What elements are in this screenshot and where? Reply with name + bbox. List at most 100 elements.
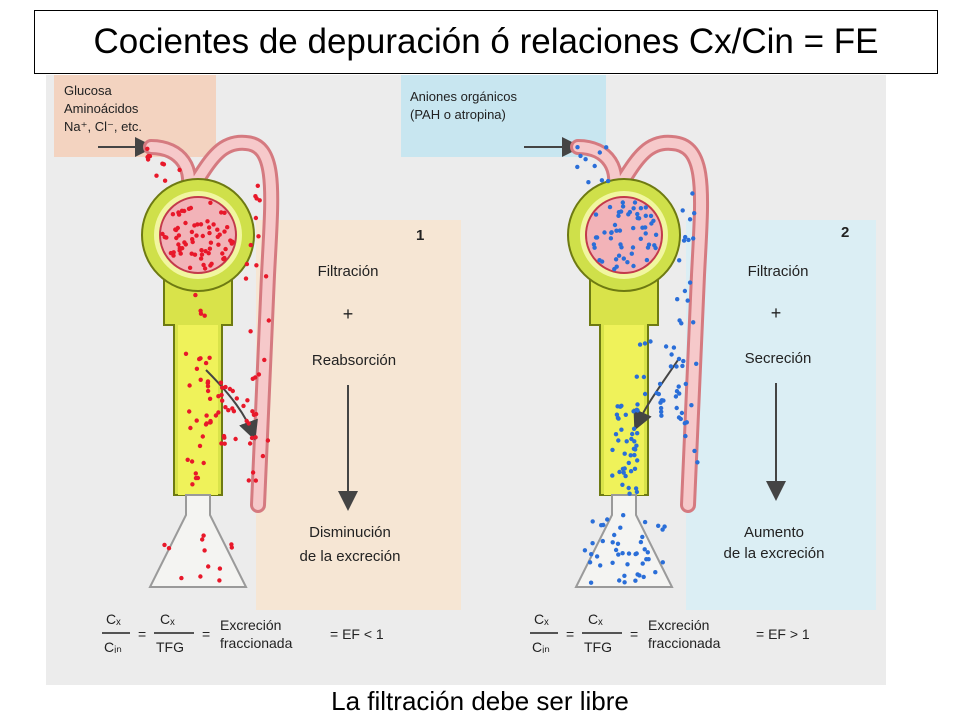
particle-dot: [201, 533, 206, 538]
particle-dot: [609, 230, 614, 235]
panel1-plus: +: [343, 304, 354, 324]
particle-dot: [657, 381, 663, 387]
particle-dot: [202, 548, 207, 553]
particle-dot: [614, 228, 619, 233]
particle-dot: [162, 234, 167, 240]
particle-dot: [208, 418, 213, 424]
panel2-result-line-2: de la excreción: [724, 545, 825, 562]
particle-dot: [257, 198, 262, 203]
svg-text:=: =: [630, 626, 638, 642]
particle-dot: [592, 163, 597, 169]
particle-dot: [644, 257, 650, 263]
particle-dot: [197, 443, 203, 449]
particle-dot: [190, 239, 195, 245]
particle-dot: [621, 256, 626, 261]
particle-dot: [684, 420, 689, 425]
particle-dot: [590, 519, 595, 524]
panel-reabsorption: Glucosa Aminoácidos Na⁺, Cl⁻, etc. 1 Fil…: [54, 75, 461, 655]
particle-dot: [583, 157, 588, 162]
particle-dot: [253, 375, 258, 380]
particle-dot: [575, 145, 580, 150]
particle-dot: [674, 364, 679, 369]
panel1-step-reabsorption: Reabsorción: [312, 352, 396, 369]
particle-dot: [619, 427, 624, 432]
particle-dot: [248, 329, 253, 334]
panel1-formula-tfg: TFG: [156, 639, 184, 655]
particle-dot: [207, 246, 213, 251]
particle-dot: [635, 458, 640, 463]
panel1-formula: Cₓ Cᵢₙ = Cₓ TFG = Excreción fraccionada …: [102, 611, 384, 655]
particle-dot: [631, 426, 637, 431]
panel2-formula-cx2: Cₓ: [588, 611, 603, 627]
particle-dot: [249, 435, 255, 441]
particle-dot: [634, 407, 639, 412]
particle-dot: [656, 523, 661, 528]
particle-dot: [208, 240, 214, 245]
particle-dot: [194, 366, 200, 371]
particle-dot: [189, 229, 195, 235]
particle-dot: [194, 418, 199, 423]
particle-dot: [199, 248, 204, 253]
particle-dot: [198, 256, 204, 261]
particle-dot: [605, 517, 610, 522]
particle-dot: [613, 257, 619, 262]
particle-dot: [677, 258, 682, 263]
particle-dot: [622, 451, 627, 456]
particle-dot: [632, 466, 638, 471]
particle-dot: [671, 345, 677, 350]
particle-dot: [645, 550, 650, 555]
particle-dot: [648, 213, 654, 219]
particle-dot: [215, 234, 220, 239]
particle-dot: [675, 297, 680, 302]
particle-dot: [194, 233, 199, 238]
particle-dot: [633, 447, 638, 452]
particle-dot: [623, 412, 628, 417]
particle-dot: [673, 394, 679, 399]
particle-dot: [234, 396, 239, 401]
particle-dot: [593, 235, 599, 240]
particle-dot: [205, 388, 211, 394]
particle-dot: [256, 234, 261, 239]
particle-dot: [660, 527, 665, 532]
particle-dot: [612, 266, 617, 272]
panel1-reabsorption-arrow: [205, 369, 258, 441]
particle-dot: [676, 384, 681, 389]
particle-dot: [207, 230, 212, 236]
particle-dot: [205, 379, 211, 384]
particle-dot: [195, 222, 200, 227]
particle-dot: [634, 374, 639, 379]
particle-dot: [612, 532, 617, 538]
particle-dot: [244, 261, 250, 267]
particle-dot: [186, 206, 192, 211]
particle-dot: [619, 245, 624, 250]
particle-dot: [216, 410, 221, 415]
particle-dot: [634, 489, 640, 495]
particle-dot: [631, 225, 636, 231]
particle-dot: [620, 551, 625, 556]
particle-dot: [631, 263, 636, 269]
particle-dot: [198, 311, 204, 316]
particle-dot: [618, 525, 623, 530]
particle-dot: [628, 453, 633, 458]
particle-dot: [201, 460, 206, 466]
panel1-result-line-2: de la excreción: [300, 548, 401, 565]
particle-dot: [643, 205, 648, 210]
particle-dot: [637, 573, 642, 578]
particle-dot: [253, 411, 259, 417]
particle-dot: [263, 274, 269, 279]
particle-dot: [203, 249, 208, 254]
particle-dot: [669, 352, 674, 357]
particle-dot: [620, 204, 626, 209]
panel1-formula-cx2: Cₓ: [160, 611, 175, 627]
particle-dot: [626, 485, 631, 491]
particle-dot: [219, 441, 224, 446]
panel2-result-line-1: Aumento: [744, 524, 804, 541]
particle-dot: [594, 554, 600, 559]
particle-dot: [198, 377, 203, 382]
particle-dot: [589, 552, 594, 557]
particle-dot: [668, 364, 674, 369]
particle-dot: [207, 396, 213, 401]
svg-text:=: =: [202, 626, 210, 642]
panel1-input-line-1: Glucosa: [64, 83, 112, 98]
particle-dot: [616, 438, 621, 443]
